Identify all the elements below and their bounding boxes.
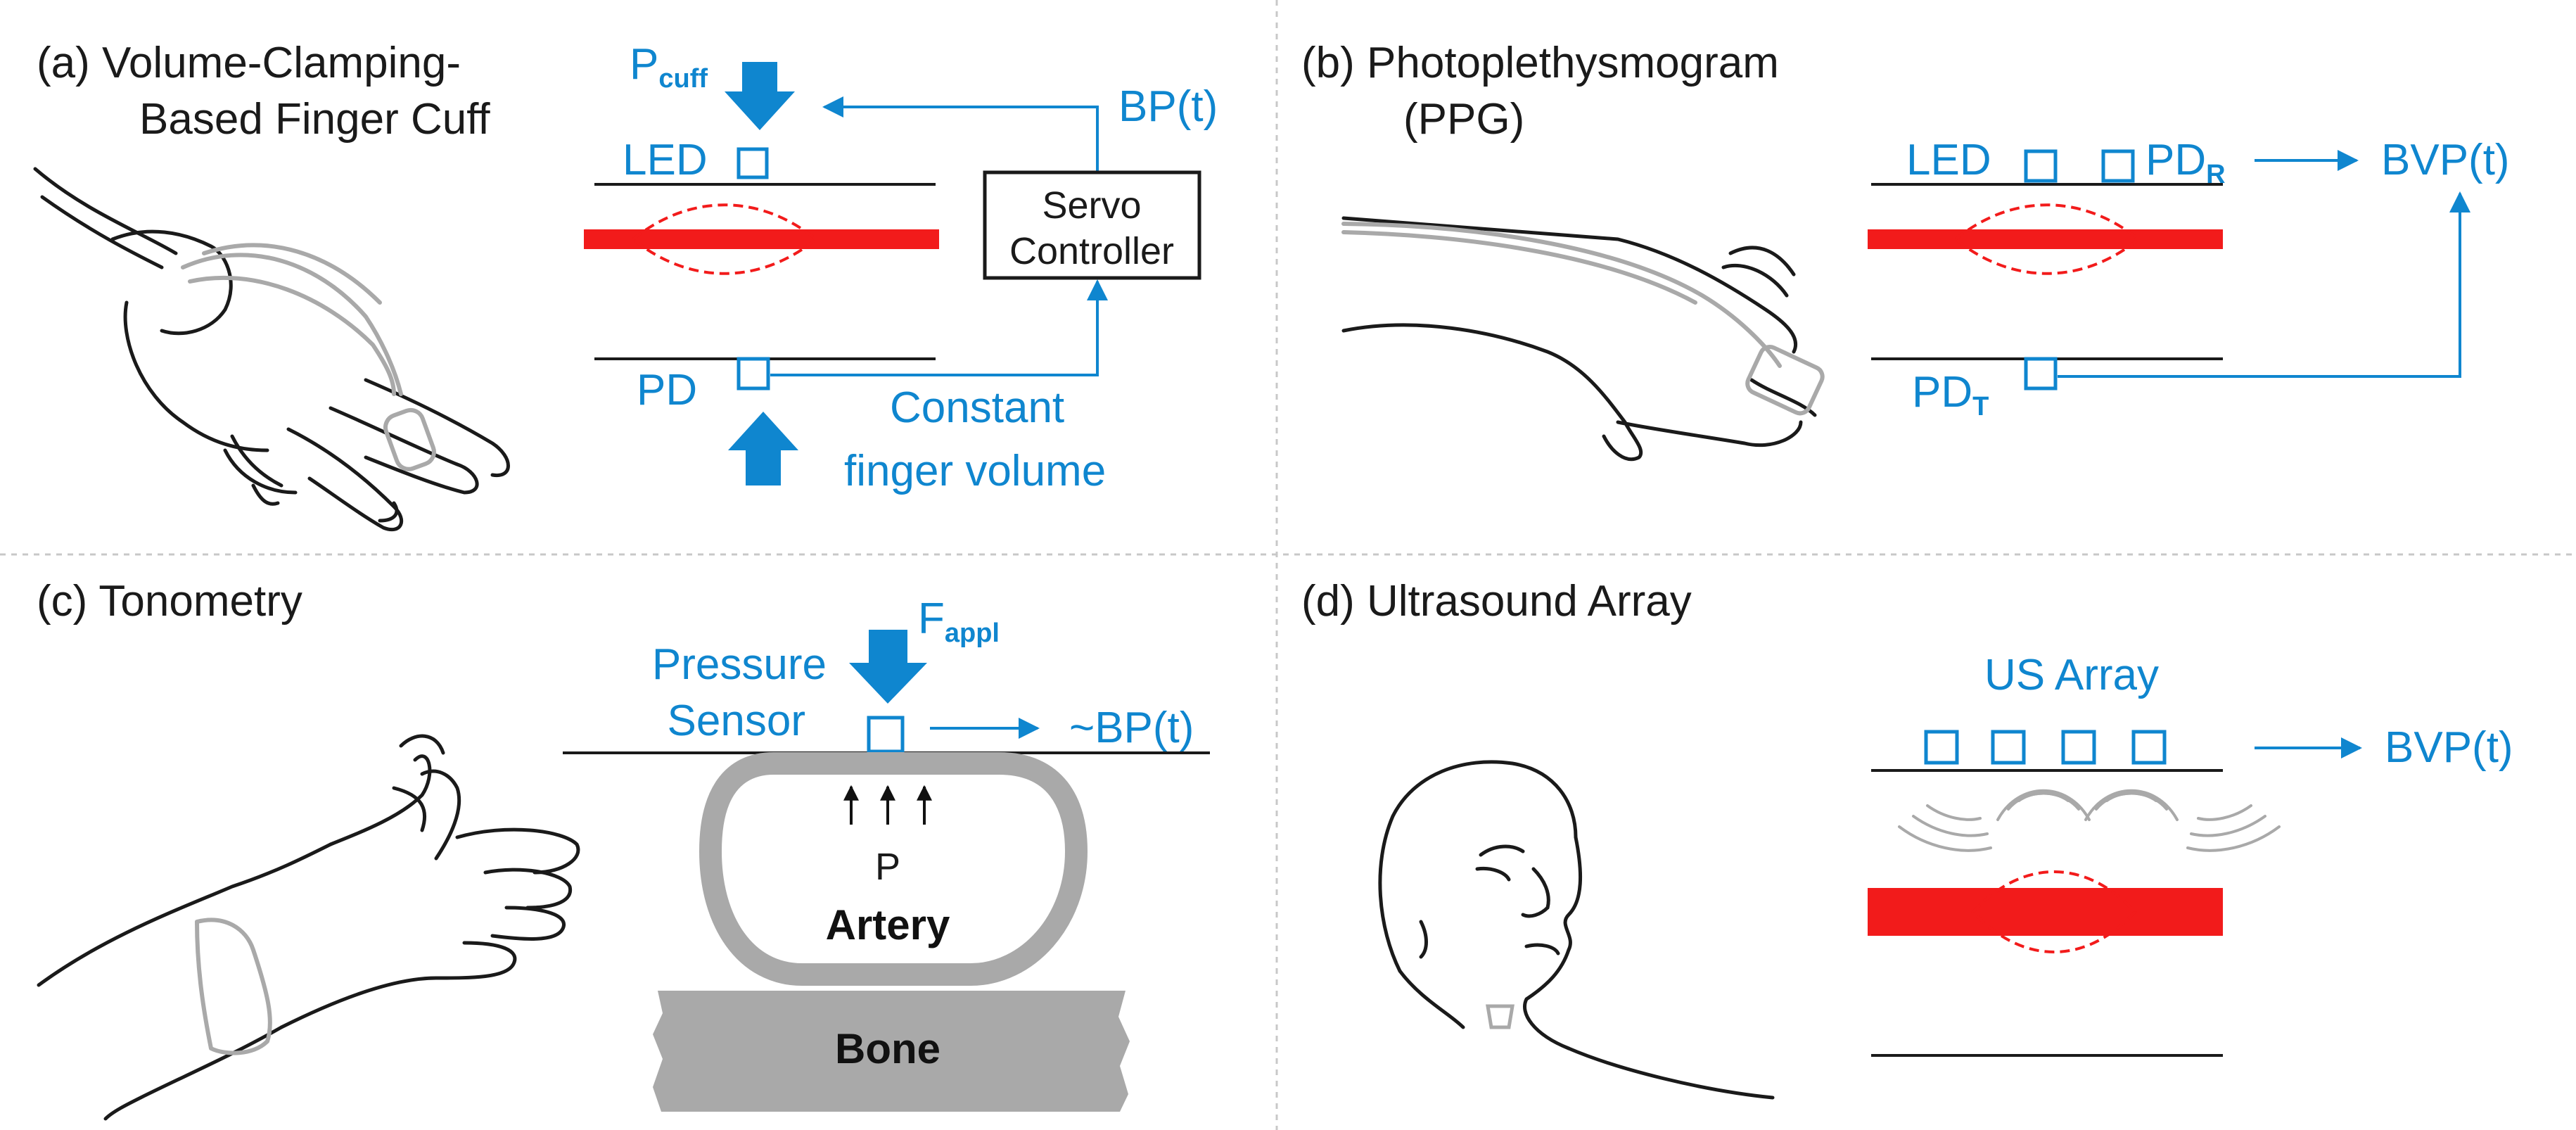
ppg-clip-cable bbox=[1341, 222, 1825, 416]
pressure-label-line2: Sensor bbox=[668, 697, 805, 745]
servo-controller-box bbox=[983, 170, 1201, 280]
led-sensor-icon bbox=[2024, 149, 2058, 183]
finger-volume-arrow bbox=[728, 412, 798, 485]
hand-with-wrist-sensor-illustration bbox=[37, 734, 580, 1121]
bp-feedback-arrow bbox=[822, 96, 1099, 172]
applied-force-arrow bbox=[849, 630, 927, 704]
bone-label: Bone bbox=[835, 1025, 941, 1072]
constant-label-line2: finger volume bbox=[844, 447, 1106, 495]
panel-a: (a) Volume-Clamping- Based Finger Cuff bbox=[33, 39, 1218, 532]
fappl-label: Fappl bbox=[918, 595, 1000, 648]
us-array-label: US Array bbox=[1984, 651, 2159, 699]
ultrasound-waves bbox=[1898, 789, 2281, 852]
pressure-label-line1: Pressure bbox=[652, 640, 827, 689]
panel-b: (b) Photoplethysmogram (PPG) LED PDR BVP… bbox=[1301, 39, 2510, 462]
bp-output-label: BP(t) bbox=[1118, 82, 1218, 131]
servo-label-line2: Controller bbox=[1009, 230, 1174, 272]
constant-label-line1: Constant bbox=[890, 383, 1064, 432]
panel-b-title-line1: (b) Photoplethysmogram bbox=[1301, 39, 1779, 87]
panel-c: (c) Tonometry Fappl Pressure Sensor ~BP(… bbox=[37, 577, 1210, 1121]
hand-with-ppg-clip-illustration bbox=[1341, 216, 1817, 462]
bvp-output-label: BVP(t) bbox=[2385, 723, 2513, 772]
artery-vessel bbox=[1868, 888, 2223, 936]
pdt-signal-arrow bbox=[2058, 191, 2470, 378]
artery-pulsation-outline bbox=[1953, 203, 2141, 275]
artery-vessel bbox=[584, 229, 939, 249]
us-transducer-3 bbox=[2061, 730, 2096, 765]
panel-c-title: (c) Tonometry bbox=[37, 577, 302, 626]
wrist-tonometer-band bbox=[195, 918, 272, 1055]
led-label: LED bbox=[1906, 136, 1991, 184]
us-transducer-1 bbox=[1924, 730, 1959, 765]
panel-a-title-line2: Based Finger Cuff bbox=[139, 95, 490, 144]
pd-label: PD bbox=[637, 366, 697, 414]
pd-signal-arrow bbox=[770, 279, 1108, 376]
pressure-sensor-icon bbox=[867, 716, 905, 754]
artery-label: Artery bbox=[826, 901, 950, 948]
transmissive-pd-icon bbox=[2024, 357, 2058, 391]
bp-estimate-label: ~BP(t) bbox=[1069, 704, 1194, 752]
cuff-pressure-arrow bbox=[725, 62, 795, 130]
pcuff-label: Pcuff bbox=[630, 40, 708, 94]
compressed-artery-wall bbox=[699, 752, 1088, 986]
led-sensor-icon bbox=[737, 147, 769, 179]
bone-block bbox=[653, 991, 1130, 1112]
patient-head-illustration bbox=[1378, 760, 1775, 1100]
reflective-pd-icon bbox=[2101, 149, 2135, 183]
artery-pulsation-outline bbox=[1971, 870, 2137, 953]
bvp-output-label: BVP(t) bbox=[2381, 136, 2510, 184]
pdr-label: PDR bbox=[2145, 136, 2226, 189]
servo-label-line1: Servo bbox=[1042, 184, 1141, 227]
panel-d-title: (d) Ultrasound Array bbox=[1301, 577, 1692, 626]
intra-arterial-pressure-label: P bbox=[875, 846, 900, 888]
photodiode-icon bbox=[737, 357, 770, 391]
ultrasound-probe-on-neck bbox=[1486, 1004, 1515, 1029]
us-transducer-2 bbox=[1991, 730, 2026, 765]
led-label: LED bbox=[623, 136, 708, 184]
pdt-label: PDT bbox=[1912, 368, 1989, 421]
panel-a-title-line1: (a) Volume-Clamping- bbox=[37, 39, 461, 87]
panel-d: (d) Ultrasound Array US Array BVP(t) bbox=[1301, 577, 2513, 1100]
us-transducer-4 bbox=[2131, 730, 2167, 765]
panel-b-title-line2: (PPG) bbox=[1403, 95, 1524, 144]
artery-pulsation-outline bbox=[630, 203, 819, 275]
artery-vessel bbox=[1868, 229, 2223, 249]
finger-cuff-tubes bbox=[181, 243, 436, 471]
hand-with-finger-cuff-illustration bbox=[33, 167, 510, 532]
